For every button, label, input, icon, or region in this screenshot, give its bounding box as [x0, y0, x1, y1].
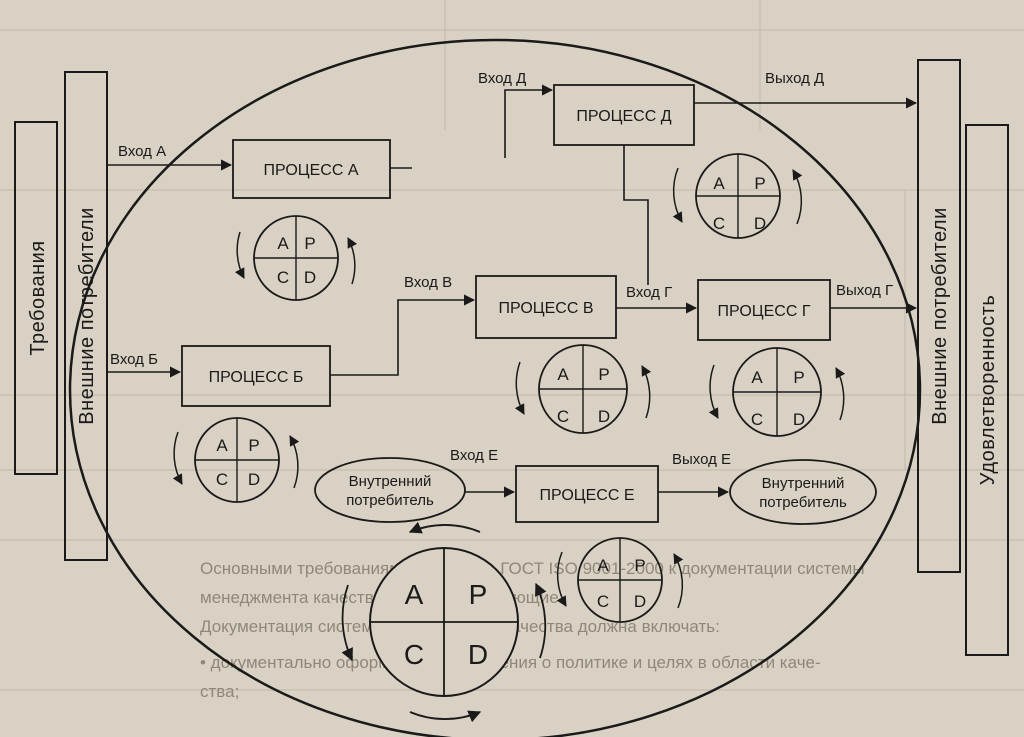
pdca-main-act: А [405, 579, 424, 610]
flow-labels: Вход А Вход Б Вход В Вход Г Выход Г Вход… [110, 70, 893, 468]
label-input-e: Вход Е [450, 447, 498, 464]
internal-consumer-left-line1: Внутренний [349, 473, 432, 490]
pdca-v-do: D [598, 407, 610, 426]
pdca-e-plan: Р [634, 556, 645, 575]
arrow-d-to-g [623, 145, 649, 285]
label-input-b: Вход Б [110, 351, 158, 368]
pdca-circle-e: А Р С D [556, 537, 684, 623]
label-input-a: Вход А [118, 143, 166, 160]
pdca-circle-g: А Р С D [708, 347, 846, 437]
background-text: Основными требованиями стандарта ГОСТ IS… [200, 559, 865, 701]
pdca-v-check: С [557, 407, 569, 426]
label-output-e: Выход Е [672, 451, 731, 468]
pdca-d-act: А [713, 174, 725, 193]
internal-consumer-right-line2: потребитель [759, 494, 847, 511]
pdca-b-check: С [216, 470, 228, 489]
pdca-b-plan: Р [248, 436, 259, 455]
arrow-b-to-v [330, 294, 476, 376]
external-consumers-left-label: Внешние потребители [76, 207, 98, 425]
pdca-d-do: D [754, 214, 766, 233]
pdca-a-check: С [277, 268, 289, 287]
flow-arrows [107, 84, 918, 498]
pdca-d-check: С [713, 214, 725, 233]
pdca-main-plan: Р [469, 579, 488, 610]
pdca-circle-d: А Р С D [672, 153, 803, 239]
pdca-e-do: D [634, 592, 646, 611]
label-input-v: Вход В [404, 274, 452, 291]
background-page-table [0, 0, 1024, 691]
pdca-circle-a: А Р С D [234, 215, 358, 301]
internal-consumer-right-line1: Внутренний [762, 475, 845, 492]
background-text-line: • документально оформленные заявления о … [200, 653, 821, 672]
arrow-input-d [504, 84, 554, 158]
pdca-b-do: D [248, 470, 260, 489]
process-e: ПРОЦЕСС Е [515, 465, 659, 523]
pdca-circle-main: А Р С D [341, 521, 547, 723]
requirements-bar: Требования [14, 121, 58, 475]
internal-consumer-left: Внутренний потребитель [314, 457, 466, 523]
pdca-a-plan: Р [304, 234, 315, 253]
pdca-v-plan: Р [598, 365, 609, 384]
label-input-d: Вход Д [478, 70, 526, 87]
pdca-e-check: С [597, 592, 609, 611]
pdca-g-plan: Р [793, 368, 804, 387]
background-text-line: ства; [200, 682, 239, 701]
process-g: ПРОЦЕСС Г [697, 279, 831, 341]
process-b: ПРОЦЕСС Б [181, 345, 331, 407]
pdca-circle-b: А Р С D [172, 417, 300, 503]
process-v-label: ПРОЦЕСС В [499, 300, 594, 317]
pdca-main-check: С [404, 639, 424, 670]
pdca-g-check: С [751, 410, 763, 429]
external-consumers-right-bar: Внешние потребители [917, 59, 961, 573]
pdca-d-plan: Р [754, 174, 765, 193]
satisfaction-bar: Удовлетворенность [965, 124, 1009, 656]
process-a-label: ПРОЦЕСС А [264, 162, 359, 179]
label-output-g: Выход Г [836, 282, 893, 299]
pdca-g-do: D [793, 410, 805, 429]
internal-consumer-right: Внутренний потребитель [729, 459, 877, 525]
process-d-label: ПРОЦЕСС Д [576, 108, 671, 125]
process-e-label: ПРОЦЕСС Е [540, 487, 635, 504]
background-text-line: Основными требованиями стандарта ГОСТ IS… [200, 559, 865, 578]
requirements-label: Требования [27, 240, 49, 355]
process-d: ПРОЦЕСС Д [553, 84, 695, 146]
process-v: ПРОЦЕСС В [475, 275, 617, 339]
external-consumers-right-label: Внешние потребители [929, 207, 951, 425]
pdca-g-act: А [751, 368, 763, 387]
pdca-e-act: А [597, 556, 609, 575]
pdca-a-act: А [277, 234, 289, 253]
external-consumers-left-bar: Внешние потребители [64, 71, 108, 561]
process-g-label: ПРОЦЕСС Г [718, 303, 811, 320]
pdca-circle-v: А Р С D [514, 344, 652, 434]
process-a: ПРОЦЕСС А [232, 139, 391, 199]
process-b-label: ПРОЦЕСС Б [209, 369, 304, 386]
internal-consumer-left-line2: потребитель [346, 492, 434, 509]
organization-boundary [68, 38, 922, 737]
label-output-d: Выход Д [765, 70, 824, 87]
pdca-a-do: D [304, 268, 316, 287]
pdca-b-act: А [216, 436, 228, 455]
pdca-v-act: А [557, 365, 569, 384]
label-input-g: Вход Г [626, 284, 672, 301]
pdca-main-do: D [468, 639, 488, 670]
satisfaction-label: Удовлетворенность [977, 295, 999, 485]
